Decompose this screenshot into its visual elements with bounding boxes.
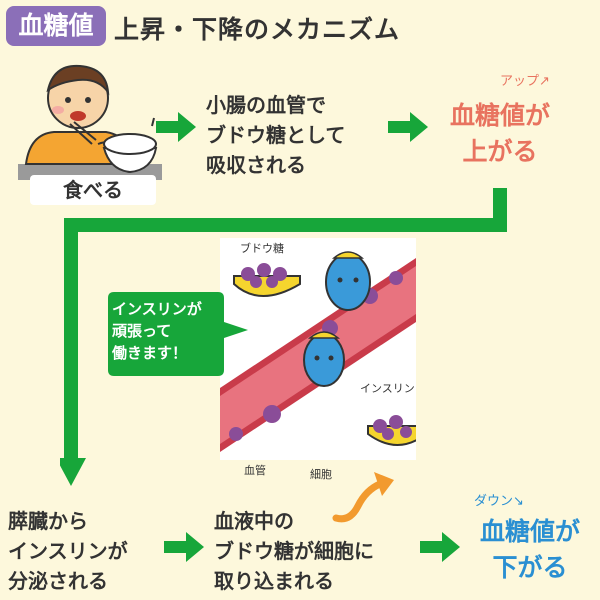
uptake-arrow bbox=[332, 472, 394, 523]
fall-result-line: 下がる bbox=[492, 553, 568, 582]
blood-vessel-scene bbox=[220, 238, 416, 460]
up-arrow-icon: ↗ bbox=[539, 74, 550, 89]
step-uptake-line: 取り込まれる bbox=[214, 569, 334, 593]
step-secrete-line: インスリンが bbox=[8, 539, 128, 563]
scene-label-cell: 細胞 bbox=[310, 468, 332, 481]
fall-note: ダウン↘ bbox=[474, 490, 524, 509]
flow-connector-arrow bbox=[60, 188, 507, 486]
flow-arrow-right bbox=[420, 532, 460, 562]
speech-bubble-text: インスリンが 頑張って 働きます！ bbox=[112, 298, 228, 364]
flow-arrow-right bbox=[388, 112, 428, 142]
flow-arrow-right bbox=[156, 112, 196, 142]
person-eating-illustration bbox=[18, 64, 163, 180]
step-secrete-line: 膵臓から bbox=[8, 509, 88, 533]
rise-result: 血糖値が 上がる bbox=[440, 98, 560, 170]
step-absorb-line: 小腸の血管で bbox=[206, 93, 326, 117]
step-absorb: 小腸の血管で ブドウ糖として 吸収される bbox=[206, 90, 345, 180]
speech-bubble-shape bbox=[108, 292, 248, 376]
rise-note-text: アップ bbox=[500, 74, 540, 89]
speech-line: インスリンが bbox=[112, 300, 202, 318]
speech-line: 働きます！ bbox=[112, 344, 188, 362]
step-secrete: 膵臓から インスリンが 分泌される bbox=[8, 506, 128, 596]
rise-result-line: 上がる bbox=[462, 137, 538, 166]
step-uptake-line: 血液中の bbox=[214, 509, 294, 533]
speech-line: 頑張って bbox=[112, 322, 172, 340]
step-absorb-line: ブドウ糖として bbox=[206, 123, 346, 147]
fall-note-text: ダウン bbox=[474, 494, 514, 509]
scene-label-insulin: インスリン bbox=[360, 382, 415, 395]
scene-label-glucose: ブドウ糖 bbox=[240, 242, 284, 255]
down-arrow-icon: ↘ bbox=[513, 494, 524, 509]
rise-note: アップ↗ bbox=[500, 70, 550, 89]
title-badge: 血糖値 bbox=[6, 6, 106, 46]
fall-result: 血糖値が 下がる bbox=[468, 514, 592, 586]
step-uptake-line: ブドウ糖が細胞に bbox=[214, 539, 374, 563]
step-uptake: 血液中の ブドウ糖が細胞に 取り込まれる bbox=[214, 506, 374, 596]
step-absorb-line: 吸収される bbox=[206, 153, 306, 177]
step-secrete-line: 分泌される bbox=[8, 569, 108, 593]
step-eat-label: 食べる bbox=[30, 175, 156, 205]
scene-label-vessel: 血管 bbox=[244, 464, 266, 477]
rise-result-line: 血糖値が bbox=[449, 101, 550, 130]
fall-result-line: 血糖値が bbox=[479, 517, 580, 546]
flow-arrow-right bbox=[164, 532, 204, 562]
page-title: 上昇・下降のメカニズム bbox=[114, 15, 401, 44]
